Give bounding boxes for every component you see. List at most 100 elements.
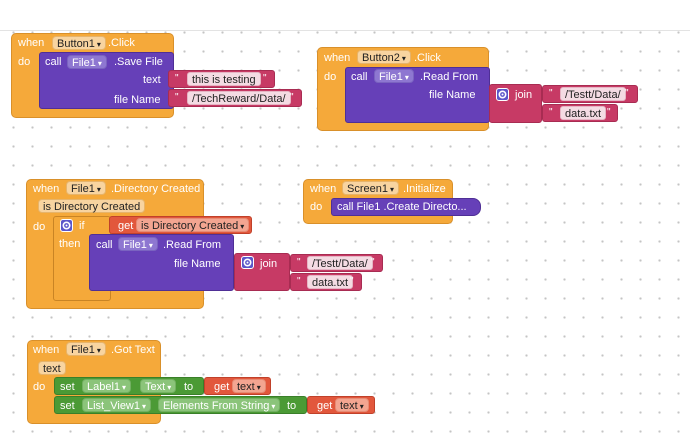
when-label: when: [324, 52, 351, 64]
param-file-name-label: file Name: [114, 94, 161, 106]
open-quote-icon: ": [297, 257, 301, 268]
close-quote-icon: ": [290, 92, 294, 103]
component-name: File1: [72, 57, 96, 69]
component-dropdown-button2[interactable]: Button2▾: [357, 50, 411, 64]
component-name: File1: [379, 71, 403, 83]
get-label: get: [214, 381, 230, 393]
variable-name: is Directory Created: [141, 220, 239, 232]
chevron-down-icon: ▾: [142, 402, 147, 411]
chevron-down-icon: ▾: [96, 346, 101, 355]
do-label: do: [33, 381, 46, 393]
component-dropdown-file1[interactable]: File1▾: [118, 237, 158, 251]
text-value-field[interactable]: this is testing: [187, 72, 261, 86]
component-name: Label1: [87, 381, 121, 393]
variable-name: text: [340, 400, 358, 412]
property-dropdown-text[interactable]: Text▾: [140, 379, 177, 393]
filename-value-field[interactable]: data.txt: [307, 275, 354, 289]
variable-dropdown[interactable]: text▾: [232, 379, 266, 393]
event-name: .Got Text: [111, 344, 155, 356]
event-parameter-is-directory-created[interactable]: is Directory Created: [38, 199, 146, 213]
do-label: do: [324, 71, 337, 83]
component-dropdown-list-view1[interactable]: List_View1▾: [82, 398, 152, 412]
component-name: File1: [71, 183, 95, 195]
close-quote-icon: ": [350, 276, 354, 287]
component-name: Screen1: [347, 183, 388, 195]
open-quote-icon: ": [549, 88, 553, 99]
param-file-name-label: file Name: [429, 89, 476, 101]
component-dropdown-file1[interactable]: File1▾: [66, 342, 106, 356]
method-name: .Read From: [163, 239, 222, 251]
chevron-down-icon: ▾: [271, 402, 276, 411]
chevron-down-icon: ▾: [404, 73, 409, 82]
method-name: .Read From: [420, 71, 479, 83]
method-name: .Save File: [114, 56, 163, 68]
when-label: when: [18, 37, 45, 49]
mutator-gear-icon[interactable]: [496, 88, 509, 101]
param-file-name-label: file Name: [174, 258, 221, 270]
top-toolbar-area: [0, 0, 690, 31]
component-name: Button2: [362, 52, 400, 64]
chevron-down-icon: ▾: [401, 54, 406, 63]
when-label: when: [310, 183, 337, 195]
then-label: then: [59, 238, 81, 250]
collapsed-call-create-directory-block[interactable]: [331, 198, 481, 216]
chevron-down-icon: ▾: [256, 383, 261, 392]
collapsed-block-label: call File1 .Create Directo...: [337, 201, 467, 213]
open-quote-icon: ": [175, 73, 179, 84]
param-text-label: text: [143, 74, 161, 86]
variable-dropdown[interactable]: is Directory Created▾: [136, 218, 250, 232]
chevron-down-icon: ▾: [96, 40, 101, 49]
path-value-field[interactable]: /Testt/Data/: [307, 256, 373, 270]
call-read-from-block[interactable]: [89, 234, 234, 291]
filename-value-field[interactable]: data.txt: [560, 106, 607, 120]
variable-name: text: [237, 381, 255, 393]
component-name: List_View1: [87, 400, 140, 412]
event-name: .Click: [414, 52, 441, 64]
close-quote-icon: ": [607, 107, 611, 118]
property-dropdown-elements-from-string[interactable]: Elements From String▾: [158, 398, 281, 412]
close-quote-icon: ": [263, 73, 267, 84]
component-dropdown-screen1[interactable]: Screen1▾: [342, 181, 399, 195]
open-quote-icon: ": [175, 92, 179, 103]
component-dropdown-file1[interactable]: File1▾: [374, 69, 414, 83]
get-label: get: [118, 220, 134, 232]
close-quote-icon: ": [625, 88, 629, 99]
to-label: to: [184, 381, 194, 393]
chevron-down-icon: ▾: [96, 185, 101, 194]
event-name: .Click: [108, 37, 135, 49]
call-label: call: [96, 239, 113, 251]
close-quote-icon: ": [371, 257, 375, 268]
chevron-down-icon: ▾: [97, 59, 102, 68]
mutator-gear-icon[interactable]: [241, 256, 254, 269]
mutator-gear-icon[interactable]: [60, 219, 73, 232]
chevron-down-icon: ▾: [389, 185, 394, 194]
to-label: to: [287, 400, 297, 412]
join-label: join: [260, 258, 278, 270]
path-value-field[interactable]: /Testt/Data/: [560, 87, 626, 101]
component-dropdown-label1[interactable]: Label1▾: [82, 379, 132, 393]
event-parameter-text[interactable]: text: [38, 361, 66, 375]
component-name: File1: [71, 344, 95, 356]
set-label: set: [60, 400, 75, 412]
if-label: if: [79, 220, 85, 232]
call-label: call: [351, 71, 368, 83]
component-dropdown-file1[interactable]: File1▾: [67, 55, 107, 69]
join-block[interactable]: [489, 84, 542, 123]
chevron-down-icon: ▾: [148, 241, 153, 250]
join-label: join: [515, 89, 533, 101]
file-name-value-field[interactable]: /TechReward/Data/: [187, 91, 291, 105]
call-label: call: [45, 56, 62, 68]
event-name: .Directory Created: [111, 183, 201, 195]
do-label: do: [33, 221, 46, 233]
chevron-down-icon: ▾: [359, 402, 364, 411]
when-label: when: [33, 183, 60, 195]
component-dropdown-file1[interactable]: File1▾: [66, 181, 106, 195]
component-dropdown-button1[interactable]: Button1▾: [52, 36, 106, 50]
variable-dropdown[interactable]: text▾: [335, 398, 369, 412]
do-label: do: [310, 201, 323, 213]
set-label: set: [60, 381, 75, 393]
when-label: when: [33, 344, 60, 356]
chevron-down-icon: ▾: [122, 383, 127, 392]
property-name: Text: [145, 381, 166, 393]
open-quote-icon: ": [549, 107, 553, 118]
